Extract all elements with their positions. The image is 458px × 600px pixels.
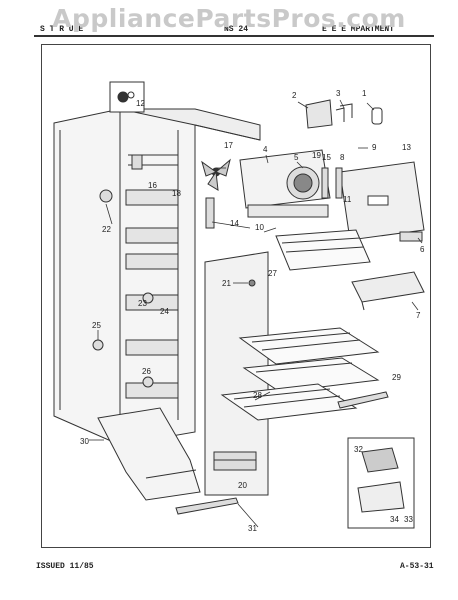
callout-2: 2 [292, 91, 297, 100]
part-8-tube [335, 167, 343, 199]
part-28-shelf-lower [220, 383, 358, 421]
header-middle: NS 24 [224, 25, 249, 34]
callout-5: 5 [294, 153, 299, 162]
callout-21: 21 [222, 279, 231, 288]
part-7-tray [351, 271, 425, 311]
callout-9: 9 [372, 143, 377, 152]
callout-27: 27 [268, 269, 277, 278]
callout-18: 18 [172, 189, 181, 198]
header-left: S T R U E [40, 25, 84, 34]
part-22-clip [99, 189, 113, 203]
part-15-tube [321, 167, 329, 199]
part-29-strip [337, 391, 389, 409]
callout-22: 22 [102, 225, 111, 234]
part-23-knob [142, 292, 154, 304]
part-32-34-ice-tray-box [347, 437, 415, 529]
callout-26: 26 [142, 367, 151, 376]
callout-7: 7 [416, 311, 421, 320]
callout-3: 3 [336, 89, 341, 98]
part-27-shelf [275, 229, 371, 271]
part-17-fan-blade [201, 158, 231, 191]
callout-24: 24 [160, 307, 169, 316]
watermark: AppliancePartsPros.com [52, 4, 406, 33]
callout-10: 10 [255, 223, 264, 232]
part-4-fan-housing [239, 149, 331, 218]
callout-8: 8 [340, 153, 345, 162]
part-30-bin [97, 407, 201, 501]
callout-29: 29 [392, 373, 401, 382]
callout-30: 30 [80, 437, 89, 446]
part-21-screw [248, 279, 256, 287]
callout-16: 16 [148, 181, 157, 190]
callout-1: 1 [362, 89, 367, 98]
callout-19: 19 [312, 151, 321, 160]
part-16-thermostat [131, 154, 143, 170]
callout-11: 11 [343, 195, 352, 204]
callout-4: 4 [263, 145, 268, 154]
part-28-shelf-upper [238, 327, 380, 365]
part-14-bracket [205, 197, 215, 229]
callout-34: 34 [390, 515, 399, 524]
callout-17: 17 [224, 141, 233, 150]
footer-code: A-53-31 [400, 562, 434, 571]
callout-14: 14 [230, 219, 239, 228]
header-bar: S T R U E NS 24 E E E MPARTMENT [34, 19, 434, 37]
diagram-frame [41, 44, 431, 548]
callout-13: 13 [402, 143, 411, 152]
callout-31: 31 [248, 524, 257, 533]
part-28-shelf-middle [242, 357, 380, 393]
callout-32: 32 [354, 445, 363, 454]
callout-23: 23 [138, 299, 147, 308]
fridge-cabinet [53, 108, 261, 446]
part-31-strip [175, 497, 239, 515]
footer-issued: ISSUED 11/85 [36, 562, 94, 571]
callout-20: 20 [238, 481, 247, 490]
part-12-icemaker-switch [109, 81, 145, 113]
leader-lines [89, 99, 423, 528]
callout-6: 6 [420, 245, 425, 254]
part-25-cap [92, 339, 104, 351]
part-26-cap [142, 376, 154, 388]
part-2-bracket [305, 99, 383, 129]
part-13-evaporator-cover [339, 161, 425, 242]
callout-28: 28 [253, 391, 262, 400]
callout-33: 33 [404, 515, 413, 524]
header-right: E E E MPARTMENT [322, 25, 395, 34]
callout-15: 15 [322, 153, 331, 162]
callout-labels: 1 2 3 4 5 6 7 8 9 10 11 12 13 14 15 16 1… [80, 89, 425, 533]
part-20-rear-panel [204, 251, 269, 496]
callout-12: 12 [136, 99, 145, 108]
callout-25: 25 [92, 321, 101, 330]
